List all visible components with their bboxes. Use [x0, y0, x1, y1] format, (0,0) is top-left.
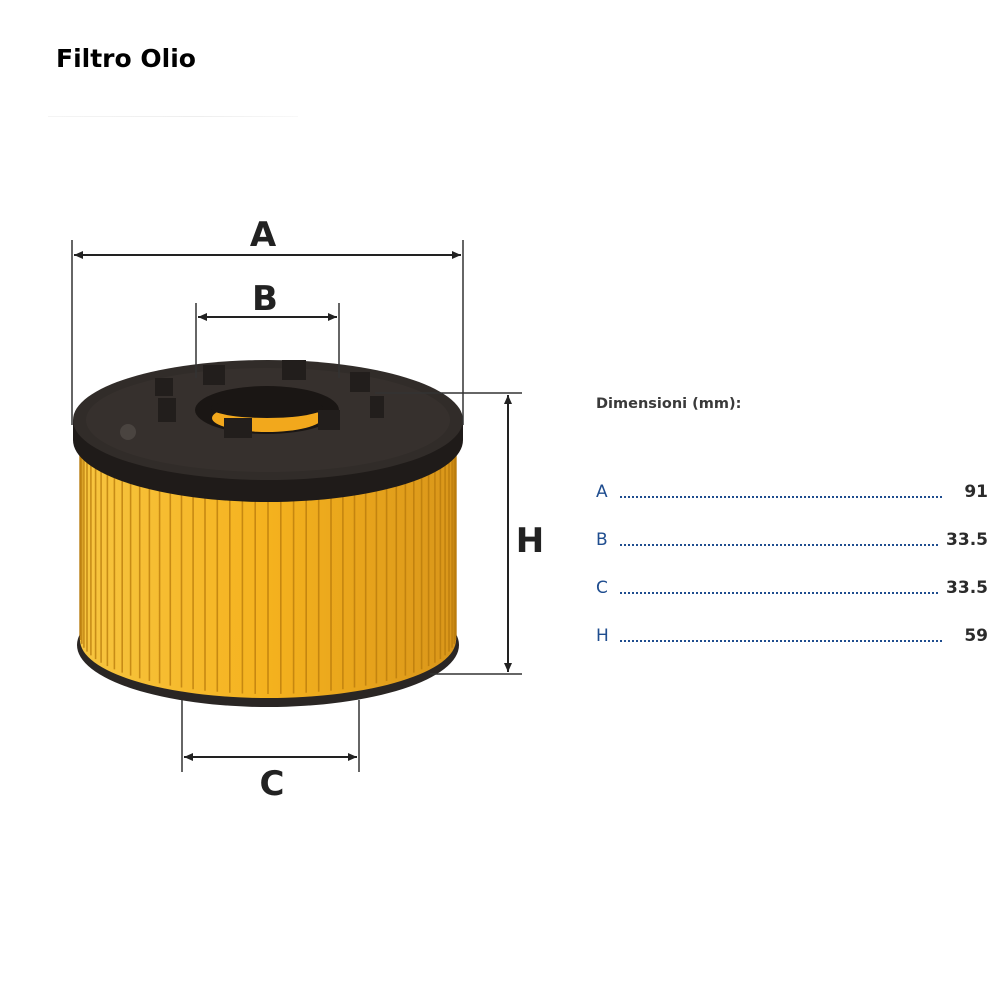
cap-tab: [318, 410, 340, 430]
cap-tab: [203, 365, 225, 385]
dimension-label-h: H: [516, 521, 544, 561]
spec-value: 33.5: [946, 578, 988, 598]
dimension-label-a: A: [250, 215, 277, 255]
dimensions-panel: Dimensioni (mm): A 91 B 33.5 C 33.5 H 59: [596, 396, 988, 646]
dimension-b: B: [195, 279, 340, 378]
dimension-h: H: [375, 392, 544, 675]
dimensions-heading: Dimensioni (mm):: [596, 396, 742, 412]
filter-pleats: [79, 445, 457, 694]
dotted-leader: [620, 639, 942, 642]
spec-row-b: B 33.5: [596, 502, 988, 550]
spec-value: 91: [964, 482, 988, 502]
spec-value: 33.5: [946, 530, 988, 550]
cap-tab: [224, 418, 252, 438]
dimension-label-c: C: [260, 764, 285, 804]
cap-tab: [155, 378, 173, 396]
spec-row-a: A 91: [596, 454, 988, 502]
spec-value: 59: [964, 626, 988, 646]
dotted-leader: [620, 543, 939, 546]
divider: [48, 116, 298, 117]
dotted-leader: [620, 495, 942, 498]
dimension-label-b: B: [252, 279, 278, 319]
cap-tab: [370, 396, 384, 418]
filter-top-cap: [73, 360, 463, 502]
spec-row-h: H 59: [596, 598, 988, 646]
spec-label: B: [596, 530, 608, 550]
spec-row-c: C 33.5: [596, 550, 988, 598]
cap-tab: [158, 398, 176, 422]
dotted-leader: [620, 591, 939, 594]
cap-dimple: [120, 424, 136, 440]
dimension-a: A: [71, 215, 464, 425]
dimension-c: C: [181, 700, 360, 804]
spec-label: A: [596, 482, 608, 502]
page-title: Filtro Olio: [56, 44, 196, 73]
spec-label: H: [596, 626, 609, 646]
cap-tab: [350, 372, 370, 392]
cap-tab: [282, 360, 306, 380]
spec-label: C: [596, 578, 608, 598]
